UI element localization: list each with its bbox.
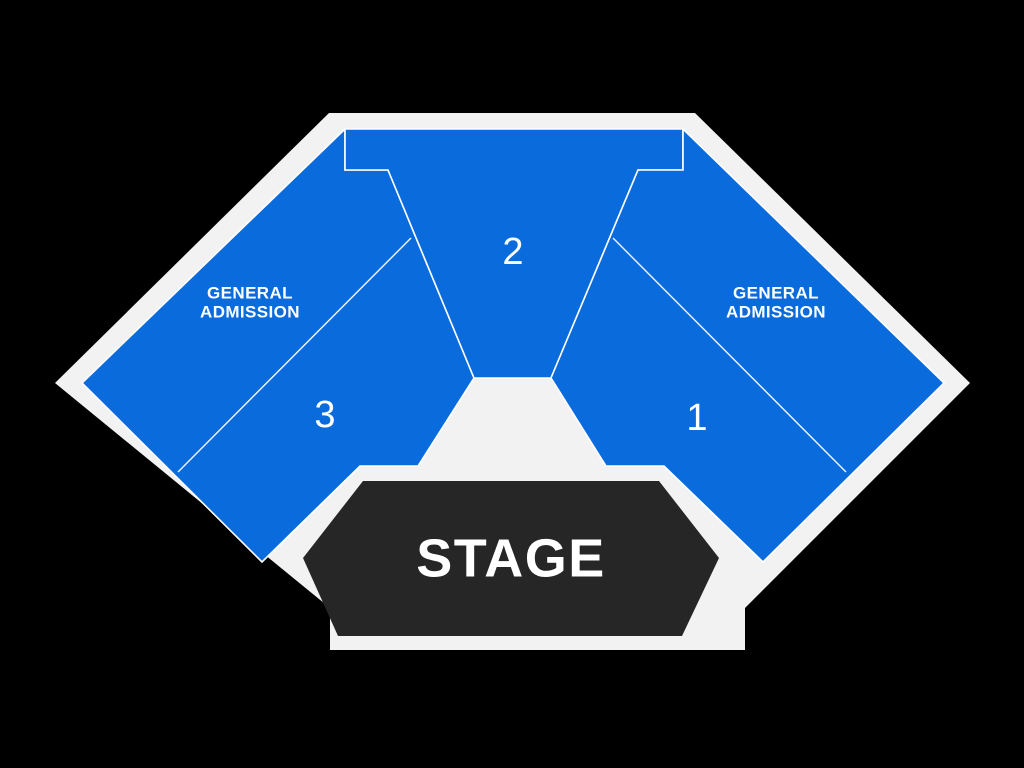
section-1-category-line1: GENERAL (733, 283, 819, 302)
section-3-category-line1: GENERAL (207, 283, 293, 302)
section-3-category-line2: ADMISSION (200, 302, 300, 321)
stage-label: STAGE (416, 528, 606, 588)
section-3-number: 3 (314, 394, 335, 436)
section-1-shape[interactable] (550, 127, 946, 564)
stage[interactable]: STAGE (303, 481, 719, 636)
stage-shape[interactable] (303, 481, 719, 636)
section-1[interactable]: GENERAL ADMISSION 1 (550, 127, 946, 564)
section-1-row-divider (612, 237, 847, 473)
section-1-number: 1 (686, 397, 707, 439)
section-3[interactable]: GENERAL ADMISSION 3 (80, 127, 475, 564)
section-3-row-divider (177, 237, 412, 473)
section-1-category-line2: ADMISSION (726, 302, 826, 321)
section-2-number: 2 (502, 231, 523, 273)
